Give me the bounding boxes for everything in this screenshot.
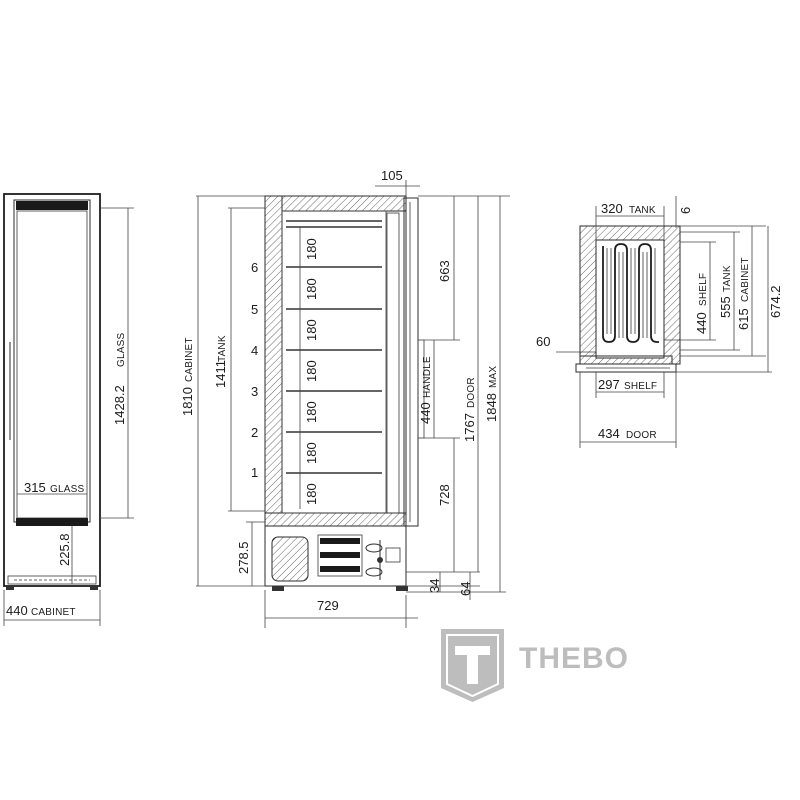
side-compressor-bay: [264, 525, 407, 587]
front-glass-frame: [13, 199, 91, 523]
shelf-level-5: 5: [251, 302, 258, 317]
top-tank-depth: 555: [718, 296, 733, 318]
top-cabinet-depth-label: CABINET: [740, 257, 751, 302]
shelf-level-3: 3: [251, 384, 258, 399]
side-back-wall: [264, 195, 283, 527]
side-handle: [417, 339, 425, 439]
handle-length: 440: [418, 402, 433, 424]
front-grille: [7, 575, 97, 585]
shelf-level-1: 1: [251, 465, 258, 480]
front-glass-width: 315: [24, 480, 46, 495]
cabinet-height-label: CABINET: [184, 337, 195, 382]
shelf-level-4: 4: [251, 343, 258, 358]
handle-offset: 105: [381, 168, 403, 183]
side-door-glass: [386, 212, 400, 514]
front-glass-height-label: GLASS: [116, 333, 127, 367]
top-shelf-depth: 440: [694, 312, 709, 334]
top-shelf-width: 297: [598, 377, 620, 392]
top-tank-width: 320: [601, 201, 623, 216]
max-height: 1848: [484, 393, 499, 422]
side-depth: 729: [317, 598, 339, 613]
front-glass-height: 1428.2: [112, 385, 127, 425]
front-view: 1428.2 GLASS 315 GLASS 225.8 440 CABINET: [3, 193, 134, 626]
top-side-offset: 60: [536, 334, 550, 349]
side-control-box: [385, 547, 401, 563]
shelf-spacing-2: 180: [304, 278, 319, 300]
front-cabinet-outline: [3, 193, 101, 587]
max-height-label: MAX: [488, 366, 499, 388]
top-shelf-width-label: SHELF: [624, 381, 657, 392]
cabinet-height: 1810: [180, 387, 195, 416]
front-glass-panel: [16, 210, 88, 519]
front-base-height: 225.8: [57, 533, 72, 566]
top-view: 320 TANK 6 440 SHELF 555 TANK 615 CABINE…: [536, 196, 783, 448]
top-door: [575, 363, 677, 373]
tank-height: 1411: [213, 360, 228, 388]
top-total-depth: 674.2: [768, 285, 783, 318]
front-cabinet-width: 440: [6, 603, 28, 618]
shelf-spacing-1: 180: [304, 238, 319, 260]
shelf-spacing-3: 180: [304, 319, 319, 341]
compressor-height: 278.5: [236, 541, 251, 574]
shelf-spacing-5: 180: [304, 401, 319, 423]
top-tank-width-label: TANK: [629, 205, 656, 216]
front-foot-left: [6, 585, 14, 590]
front-glass-width-label: GLASS: [50, 484, 84, 495]
fan-icon: [365, 540, 383, 580]
shelf-level-2: 2: [251, 425, 258, 440]
brand-logo: THEBO: [441, 629, 629, 702]
top-cabinet-depth: 615: [736, 308, 751, 330]
condenser-coil: [317, 534, 363, 577]
compressor: [271, 536, 309, 582]
foot-height: 34: [427, 579, 442, 593]
evaporator-coil: [602, 243, 659, 343]
lower-handle-gap: 728: [437, 484, 452, 506]
front-cabinet-width-label: CABINET: [31, 607, 76, 618]
side-foot-back: [272, 586, 284, 591]
side-interior: [281, 210, 387, 514]
side-top-wall: [264, 195, 407, 212]
top-shelf-depth-label: SHELF: [698, 273, 709, 306]
door-height-label: DOOR: [466, 377, 477, 408]
side-shelves: [286, 220, 382, 474]
shelf-spacing-7: 180: [304, 483, 319, 505]
shelf-level-6: 6: [251, 260, 258, 275]
side-foot-front: [396, 586, 408, 591]
tank-height-label: TANK: [217, 335, 228, 362]
door-height: 1767: [462, 413, 477, 442]
brand-name: THEBO: [519, 642, 629, 675]
shelf-spacing-6: 180: [304, 442, 319, 464]
top-door-width: 434: [598, 426, 620, 441]
front-bottom-bar: [16, 518, 88, 526]
top-gap: 6: [678, 207, 693, 214]
top-tank-depth-label: TANK: [722, 265, 733, 292]
side-bottom-wall: [264, 512, 407, 527]
front-top-bar: [16, 201, 88, 210]
front-foot-right: [90, 585, 98, 590]
base-offset: 64: [458, 582, 473, 596]
side-view: 180 180 180 180 180 180 180 6 5 4 3 2 1: [180, 168, 510, 628]
top-door-width-label: DOOR: [626, 430, 657, 441]
shelf-spacing-4: 180: [304, 360, 319, 382]
handle-length-label: HANDLE: [422, 356, 433, 398]
upper-handle-gap: 663: [437, 260, 452, 282]
